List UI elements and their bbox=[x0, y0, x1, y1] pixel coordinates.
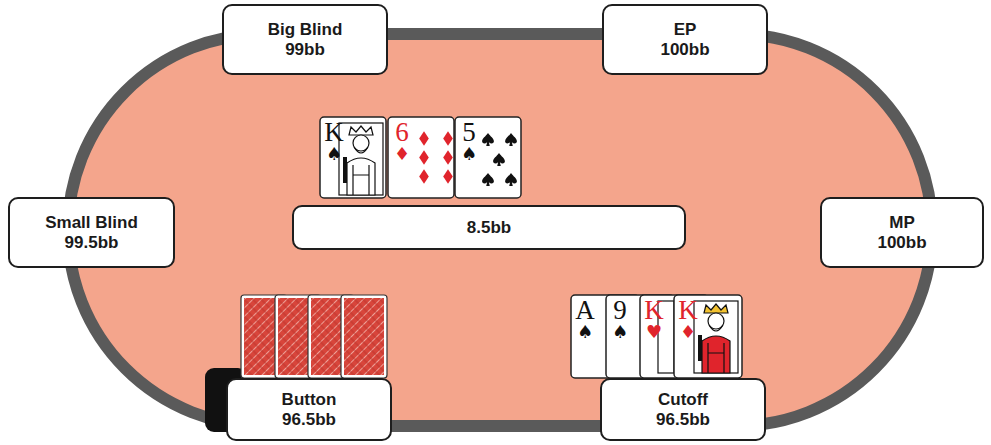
playing-card: K♥ bbox=[642, 297, 666, 341]
seat-box: Cutoff96.5bb bbox=[600, 378, 766, 441]
hole-card-art bbox=[571, 295, 742, 378]
king-figure bbox=[339, 123, 383, 195]
playing-card: A♠ bbox=[573, 297, 597, 341]
card-rank: 9 bbox=[613, 297, 627, 323]
card-suit: ♠ bbox=[612, 323, 628, 341]
card-rank: K bbox=[678, 297, 698, 323]
stack-size: 96.5bb bbox=[282, 410, 336, 430]
stack-size: 99.5bb bbox=[65, 233, 119, 253]
stack-size: 100bb bbox=[877, 233, 926, 253]
playing-card: 6♦ bbox=[390, 119, 414, 163]
card-rank: K bbox=[644, 297, 664, 323]
seat-box: Big Blind99bb bbox=[222, 4, 388, 75]
playing-card: 5♠ bbox=[457, 119, 481, 163]
table-felt bbox=[68, 34, 932, 426]
stack-size: 99bb bbox=[285, 40, 325, 60]
seat-label: Big Blind bbox=[268, 20, 343, 40]
playing-card: K♦ bbox=[676, 297, 700, 341]
card-rank: A bbox=[575, 297, 595, 323]
board-card-art bbox=[320, 117, 521, 198]
playing-card: K♠ bbox=[322, 119, 346, 163]
seat-box: Small Blind99.5bb bbox=[8, 197, 175, 268]
seat-label: Button bbox=[282, 390, 337, 410]
seat-box: MP100bb bbox=[820, 197, 984, 268]
card-rank: 5 bbox=[462, 119, 476, 145]
seat-label: Cutoff bbox=[658, 390, 708, 410]
card-rank: 6 bbox=[395, 119, 409, 145]
stack-size: 96.5bb bbox=[656, 410, 710, 430]
playing-card: 9♠ bbox=[608, 297, 632, 341]
seat-box: EP100bb bbox=[602, 4, 768, 75]
seat-box: Button96.5bb bbox=[226, 378, 392, 441]
card-rank: K bbox=[324, 119, 344, 145]
king-figure bbox=[694, 301, 738, 373]
card-suit: ♦ bbox=[680, 323, 696, 341]
card-suit: ♠ bbox=[326, 145, 342, 163]
stack-size: 100bb bbox=[660, 40, 709, 60]
card-suit: ♥ bbox=[646, 323, 662, 341]
card-suit: ♠ bbox=[461, 145, 477, 163]
seat-label: MP bbox=[889, 213, 915, 233]
card-suit: ♠ bbox=[577, 323, 593, 341]
seat-label: EP bbox=[674, 20, 697, 40]
seat-label: 8.5bb bbox=[467, 218, 511, 238]
pot-box: 8.5bb bbox=[292, 205, 686, 250]
seat-label: Small Blind bbox=[45, 213, 138, 233]
card-suit: ♦ bbox=[394, 145, 410, 163]
face-down-cards bbox=[241, 295, 387, 378]
